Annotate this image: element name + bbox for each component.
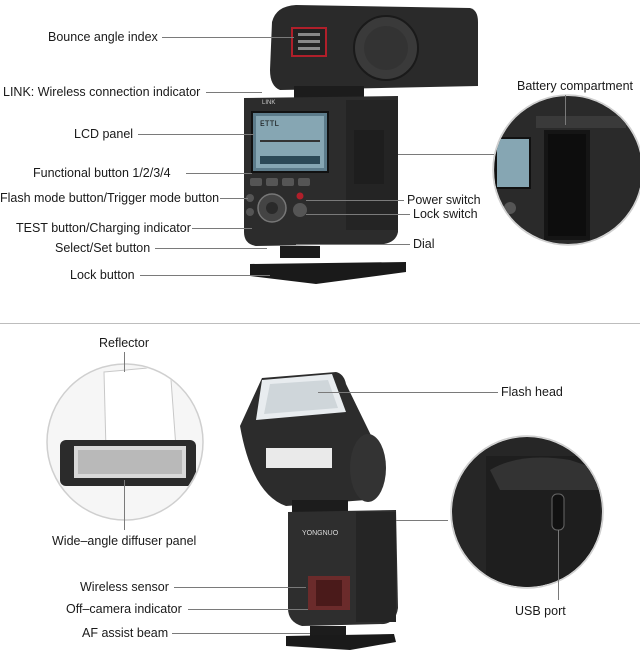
function-button-3[interactable] (282, 178, 294, 186)
leader-select-set (155, 248, 267, 249)
label-flash-head: Flash head (501, 385, 563, 399)
reflector-closeup (46, 363, 204, 521)
section-divider (0, 323, 640, 324)
leader-test (192, 228, 252, 229)
function-button-1[interactable] (250, 178, 262, 186)
power-switch[interactable] (293, 203, 307, 217)
label-wide-angle-diffuser: Wide–angle diffuser panel (52, 534, 197, 548)
label-power-switch: Power switch (407, 193, 481, 207)
leader-usb (558, 530, 559, 600)
mode-button-left-2[interactable] (246, 208, 254, 216)
leader-flash-mode (220, 198, 248, 199)
usb-port-closeup (450, 435, 604, 589)
label-lock-switch: Lock switch (413, 207, 478, 221)
label-select-set-button: Select/Set button (55, 241, 151, 255)
leader-diffuser (124, 480, 125, 530)
leader-usb-side (396, 520, 448, 521)
label-af-assist-beam: AF assist beam (82, 626, 169, 640)
label-flash-mode-button: Flash mode button/Trigger mode button (0, 191, 220, 205)
leader-reflector (124, 352, 125, 372)
label-battery-compartment: Battery compartment (517, 79, 634, 93)
label-reflector: Reflector (99, 336, 150, 350)
label-off-camera-indicator: Off–camera indicator (66, 602, 182, 616)
function-button-4[interactable] (298, 178, 310, 186)
label-lock-button: Lock button (70, 268, 135, 282)
label-wireless-sensor: Wireless sensor (80, 580, 169, 594)
link-text: LINK (262, 100, 275, 106)
battery-compartment-closeup (492, 94, 640, 246)
brand-text: YONGNUO (302, 530, 339, 537)
test-indicator (296, 192, 304, 200)
leader-side-panel (398, 154, 494, 155)
label-test-button: TEST button/Charging indicator (16, 221, 191, 235)
leader-lock-switch (306, 214, 410, 215)
lcd-mode-text: ETTL (260, 120, 279, 129)
leader-lock-button (140, 275, 270, 276)
label-usb-port: USB port (515, 604, 566, 618)
leader-wireless-sensor (174, 587, 306, 588)
leader-functional (186, 173, 252, 174)
leader-flash-head (318, 392, 498, 393)
leader-power-switch (306, 200, 404, 201)
flash-front-view: YONGNUO (240, 372, 398, 650)
leader-bounce-angle (162, 37, 294, 38)
leader-af-assist (172, 633, 310, 634)
label-lcd-panel: LCD panel (74, 127, 134, 141)
function-button-2[interactable] (266, 178, 278, 186)
label-dial: Dial (413, 237, 435, 251)
leader-link (206, 92, 262, 93)
leader-battery (565, 95, 566, 125)
label-link-indicator: LINK: Wireless connection indicator (3, 85, 201, 99)
leader-lcd (138, 134, 254, 135)
label-bounce-angle-index: Bounce angle index (48, 30, 158, 44)
leader-dial (296, 244, 410, 245)
flash-rear-view: LINK ETTL (244, 5, 478, 284)
leader-off-camera (188, 609, 308, 610)
label-functional-button: Functional button 1/2/3/4 (33, 166, 171, 180)
mode-button-left[interactable] (246, 194, 254, 202)
